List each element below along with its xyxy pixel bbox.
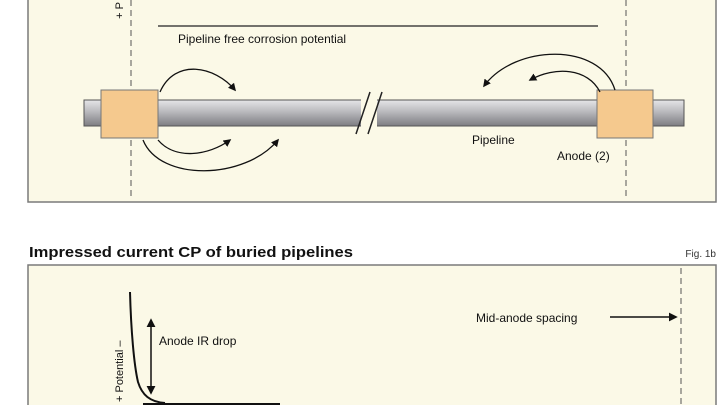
current-arrow-left-bottom-short [157, 139, 232, 155]
potential-curve [129, 291, 166, 404]
free-corrosion-label: Pipeline free corrosion potential [178, 32, 346, 46]
anode-left [100, 89, 159, 139]
pipeline [83, 99, 685, 127]
anode-label: Anode (2) [557, 149, 610, 163]
pipeline-break-mark [355, 91, 383, 135]
current-arrow-left-bottom-long [142, 138, 279, 172]
ir-drop-label: Anode IR drop [159, 334, 237, 348]
current-arrow-right-top-long [483, 53, 616, 91]
current-arrow-left-top [159, 68, 236, 93]
mid-anode-spacing-label: Mid-anode spacing [476, 311, 577, 325]
fig-label: Fig. 1b [685, 249, 716, 260]
pipeline-label: Pipeline [472, 133, 515, 147]
anode-right [596, 89, 654, 139]
panel-a-axis-label: + P [114, 2, 126, 19]
panel-b-frame [27, 264, 717, 405]
panel-b-title: Impressed current CP of buried pipelines [29, 244, 353, 261]
current-arrow-right-top-short [528, 70, 601, 93]
panel-b-axis-label: + Potential – [114, 340, 126, 402]
